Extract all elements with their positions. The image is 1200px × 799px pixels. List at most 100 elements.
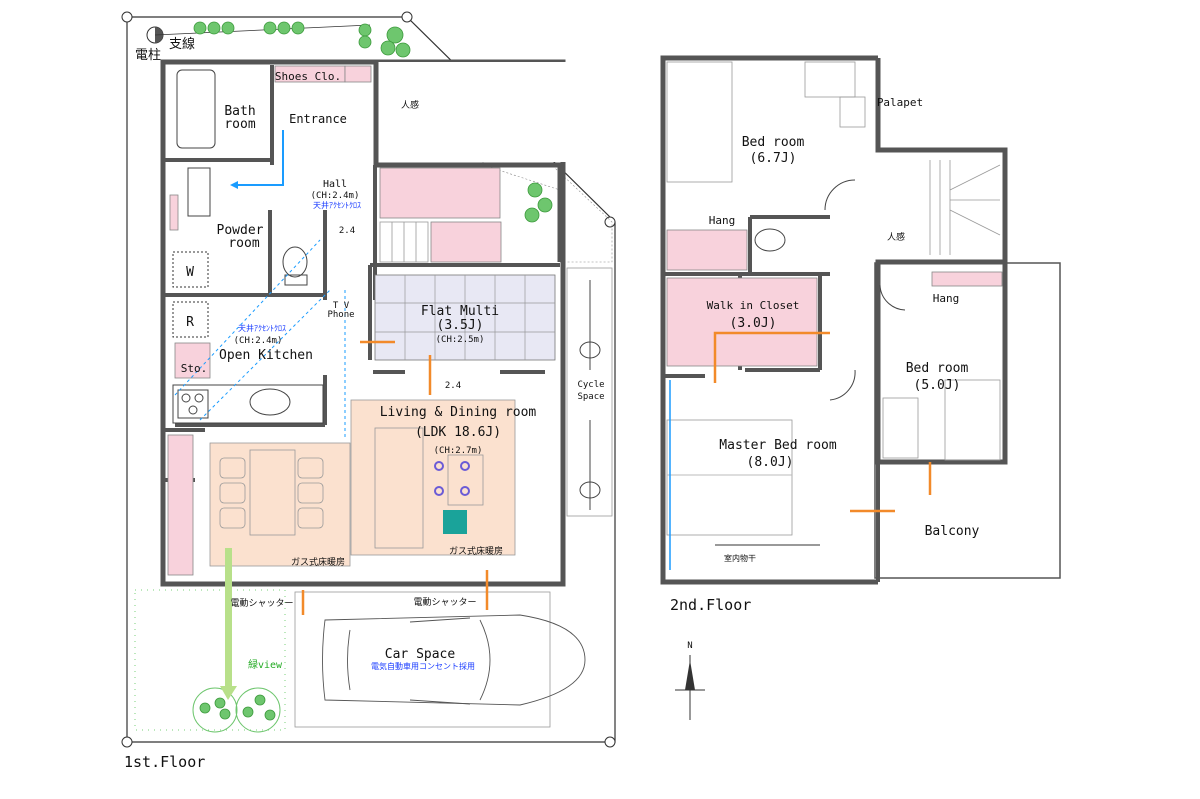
hang-label: Hang	[933, 292, 960, 305]
room-label-open-kitchen: Open Kitchen	[219, 348, 313, 363]
fridge-label: R	[186, 315, 194, 330]
hedge-trees	[193, 21, 553, 223]
utility-pole-label: 電柱	[135, 48, 161, 63]
green-view-label: 緑view	[248, 658, 283, 671]
toilet-icon	[282, 246, 308, 278]
refrigerator	[172, 301, 209, 338]
first-floor-plan: 電柱 支線 Bath room Shoes Clo. Entrance 人感 H…	[121, 11, 616, 771]
hang-label: Hang	[709, 214, 736, 227]
second-floor-outer-wall	[660, 55, 878, 585]
site-corner-marker	[121, 736, 133, 748]
walk-in-closet-size: (3.0J)	[730, 316, 777, 331]
compass-north-label: N	[687, 641, 692, 651]
room-label-bath: Bath	[224, 104, 255, 119]
kitchen-counter	[172, 384, 324, 424]
dimension-label: 2.4	[339, 226, 355, 236]
bathtub	[176, 69, 216, 149]
walk-in-closet	[666, 277, 818, 367]
guy-wire-label: 支線	[169, 36, 195, 52]
bedroom-2-wall	[875, 259, 1008, 465]
room-label-powder: room	[228, 236, 259, 251]
ev-outlet-note: 電気自動車用コンセント採用	[371, 661, 475, 671]
room-label-cycle-space: Space	[577, 392, 604, 402]
airflow-arrows	[301, 340, 489, 615]
bed	[666, 61, 733, 183]
site-corner-marker	[604, 736, 616, 748]
floor-heating-label: ガス式床暖房	[449, 545, 503, 557]
hall-ceiling-height: (CH:2.4m)	[311, 191, 360, 201]
sink-cabinet	[187, 167, 211, 217]
storage	[430, 221, 502, 263]
phone-label: Phone	[327, 310, 354, 320]
view-arrow	[225, 548, 232, 688]
interior-walls	[163, 65, 560, 482]
kitchen-sink	[249, 388, 291, 416]
kitchen-ceiling-height: (CH:2.4m)	[234, 336, 283, 346]
tv-label: T V	[333, 301, 350, 311]
washing-machine	[172, 251, 209, 288]
room-label-hall: Hall	[323, 179, 347, 190]
airflow-arrows	[713, 331, 932, 513]
storage-under-stairs	[379, 167, 501, 219]
toilet-icon	[754, 228, 786, 252]
washer-label: W	[186, 265, 194, 280]
ldk-ceiling-height: (CH:2.7m)	[434, 446, 483, 456]
dimension-label: 2.4	[445, 381, 461, 391]
room-label-bath: room	[224, 117, 255, 132]
downlights	[434, 461, 470, 496]
sensor-label: 人感	[887, 231, 905, 243]
coffee-table	[447, 454, 484, 506]
second-floor-title: 2nd.Floor	[670, 596, 751, 614]
kitchen-storage	[174, 342, 211, 379]
master-bed	[666, 419, 793, 536]
master-bedroom-size: (8.0J)	[747, 455, 794, 470]
sensor-label: 人感	[401, 99, 419, 111]
compass-icon: N	[675, 641, 705, 720]
room-label-balcony: Balcony	[925, 524, 980, 539]
second-floor-plan: Bed room (6.7J) Palapet Hang 人感 Walk in …	[660, 55, 1061, 614]
site-corner-marker	[121, 11, 133, 23]
dining-chairs	[219, 449, 324, 536]
first-floor-title: 1st.Floor	[124, 753, 205, 771]
garden	[134, 589, 286, 731]
hang-closet	[931, 271, 1003, 287]
storage-label: Sto.	[181, 362, 208, 375]
ldk-size: (LDK 18.6J)	[415, 425, 501, 440]
desk	[882, 397, 919, 459]
hall-arrow	[235, 130, 284, 186]
sofa	[374, 427, 424, 549]
desk	[804, 61, 856, 98]
indoor-drying-label: 室内物干	[724, 553, 756, 563]
room-label-ldk: Living & Dining room	[380, 405, 537, 420]
car-space	[294, 591, 551, 728]
flat-multi-ceiling-height: (CH:2.5m)	[436, 335, 485, 345]
stairs	[379, 221, 429, 263]
room-label-bedroom: Bed room	[906, 361, 969, 376]
floor-heating-label: ガス式床暖房	[291, 556, 345, 568]
room-label-powder: Powder	[217, 223, 264, 238]
bicycle-icon	[579, 280, 601, 510]
living-area	[350, 399, 516, 556]
room-label-bedroom: Bed room	[742, 135, 805, 150]
stairs	[929, 160, 1001, 255]
site-corner-marker	[604, 216, 616, 228]
parapet-label: Palapet	[877, 96, 923, 109]
kitchen-ceiling-note: 天井ｱｸｾﾝﾄｸﾛｽ	[238, 323, 286, 333]
door-swings	[824, 179, 906, 401]
room-label-flat-multi: Flat Multi	[421, 304, 499, 319]
brand-badge	[443, 510, 467, 534]
hall-ceiling-note: 天井ｱｸｾﾝﾄｸﾛｽ	[313, 200, 361, 210]
cycle-space	[566, 267, 613, 517]
bed	[944, 379, 1001, 461]
site-corner-marker	[401, 11, 413, 23]
car-icon	[322, 614, 586, 706]
bedroom-size: (6.7J)	[750, 151, 797, 166]
house-outer-wall	[160, 59, 566, 587]
room-label-master-bedroom: Master Bed room	[719, 438, 837, 453]
hang-closet	[666, 229, 748, 271]
room-label-car-space: Car Space	[385, 647, 456, 662]
flat-multi-size: (3.5J)	[437, 318, 484, 333]
bedroom-size: (5.0J)	[914, 378, 961, 393]
garden-trees	[192, 687, 281, 733]
